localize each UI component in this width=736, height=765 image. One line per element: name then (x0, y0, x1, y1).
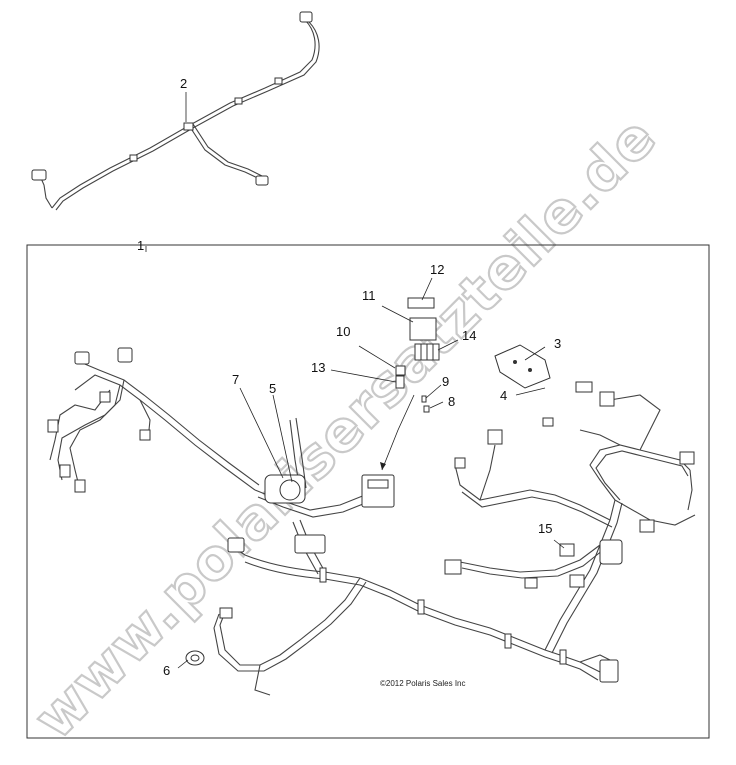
callout-9: 9 (442, 374, 449, 389)
main-harness (47, 347, 696, 696)
callout-11: 11 (362, 288, 376, 303)
bracket-item-3 (494, 344, 551, 389)
leader-lines (145, 92, 565, 669)
callout-4: 4 (500, 388, 507, 403)
callout-8: 8 (448, 394, 455, 409)
bracket-item-12 (407, 297, 435, 309)
callouts: 1 2 3 4 5 6 7 8 9 10 11 12 13 14 15 (137, 76, 561, 678)
relay-item-15 (559, 543, 575, 557)
part-item-13 (395, 375, 405, 389)
callout-10: 10 (336, 324, 350, 339)
watermark-text: www.polarisersatzteile.de (22, 105, 669, 752)
relay-box-item-11 (409, 317, 437, 341)
part-item-9 (421, 395, 427, 403)
assembly-frame (26, 244, 710, 739)
callout-7: 7 (232, 372, 239, 387)
callout-5: 5 (269, 381, 276, 396)
callout-12: 12 (430, 262, 444, 277)
part-item-10 (395, 365, 406, 376)
watermark: www.polarisersatzteile.de (21, 104, 670, 753)
callout-3: 3 (554, 336, 561, 351)
callout-1: 1 (137, 238, 144, 253)
callout-13: 13 (311, 360, 325, 375)
callout-15: 15 (538, 521, 552, 536)
callout-2: 2 (180, 76, 187, 91)
grommet-item-6 (185, 650, 205, 666)
copyright-text: ©2012 Polaris Sales Inc (380, 679, 466, 688)
part-item-8 (423, 405, 430, 413)
callout-6: 6 (163, 663, 170, 678)
harness-item-2 (31, 11, 320, 211)
callout-14: 14 (462, 328, 476, 343)
